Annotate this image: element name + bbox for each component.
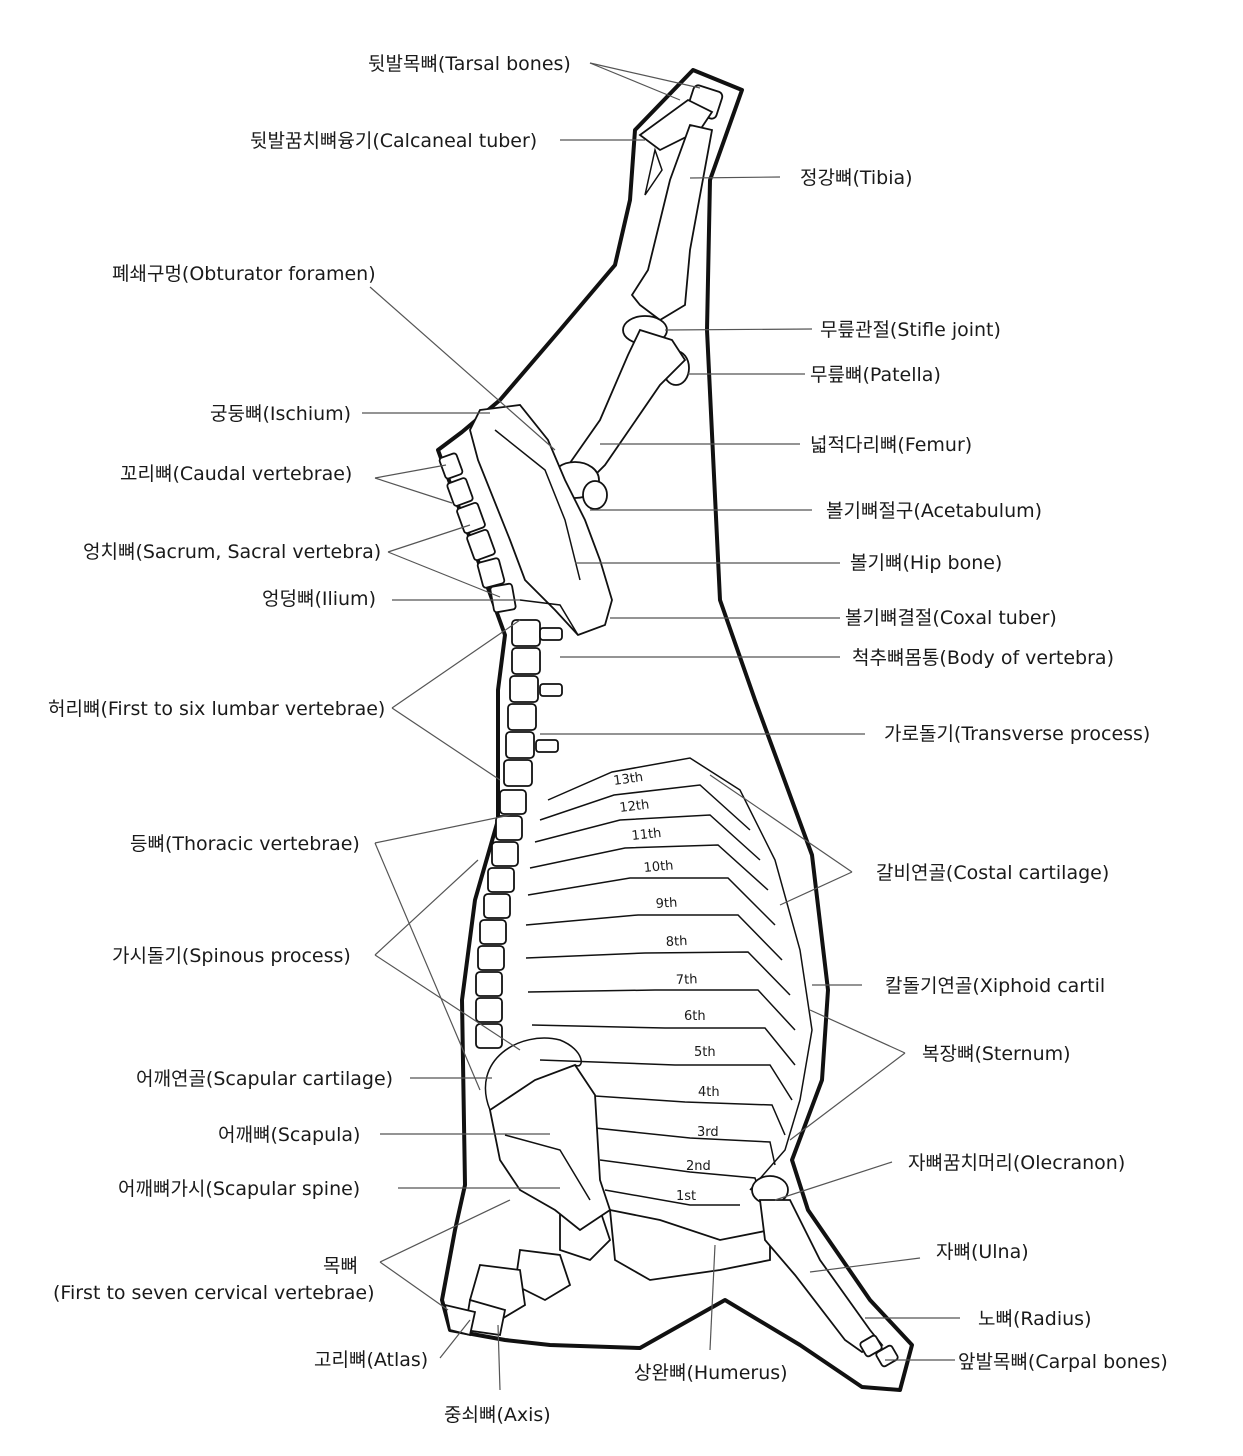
label-acetabulum: 볼기뼈절구(Acetabulum) <box>826 500 1042 522</box>
label-patella: 무릎뼈(Patella) <box>810 364 941 386</box>
label-calcaneal-tuber: 뒷발꿈치뼈융기(Calcaneal tuber) <box>250 130 537 152</box>
lumbar-vertebrae <box>503 619 563 787</box>
scapular-cartilage <box>484 1037 582 1111</box>
label-transverse-process: 가로돌기(Transverse process) <box>884 723 1150 745</box>
label-scapular-cartilage: 어깨연골(Scapular cartilage) <box>136 1068 393 1090</box>
label-sternum: 복장뼈(Sternum) <box>922 1043 1071 1065</box>
rib-label: 12th <box>619 797 650 816</box>
label-spinous-process: 가시돌기(Spinous process) <box>112 945 351 967</box>
label-olecranon: 자뼈꿈치머리(Olecranon) <box>908 1152 1125 1174</box>
label-atlas: 고리뼈(Atlas) <box>314 1349 428 1371</box>
label-cervical-vertebrae-detail: (First to seven cervical vertebrae) <box>53 1282 375 1304</box>
rib-label: 5th <box>694 1045 716 1060</box>
rib-label: 1st <box>676 1189 696 1204</box>
label-stifle-joint: 무릎관절(Stifle joint) <box>820 319 1001 341</box>
label-ischium: 궁둥뼈(Ischium) <box>210 403 351 425</box>
label-scapula: 어깨뼈(Scapula) <box>218 1124 360 1146</box>
label-coxal-tuber: 볼기뼈결절(Coxal tuber) <box>845 607 1057 629</box>
label-axis: 중쇠뼈(Axis) <box>444 1404 551 1426</box>
atlas-bone <box>443 1303 477 1337</box>
femur-bone <box>563 328 687 487</box>
thoracic-vertebrae <box>475 789 527 1049</box>
label-tibia: 정강뼈(Tibia) <box>800 167 913 189</box>
label-scapular-spine: 어깨뼈가시(Scapular spine) <box>118 1178 360 1200</box>
tarsal-bones <box>638 84 724 196</box>
carpal-bones <box>859 1334 899 1368</box>
label-caudal-vertebrae: 꼬리뼈(Caudal vertebrae) <box>120 463 352 485</box>
label-obturator-foramen: 폐쇄구멍(Obturator foramen) <box>112 263 376 285</box>
label-femur: 넓적다리뼈(Femur) <box>810 434 972 456</box>
rib-label: 10th <box>643 858 674 876</box>
label-ilium: 엉덩뼈(Ilium) <box>262 588 376 610</box>
label-carpal-bones: 앞발목뼈(Carpal bones) <box>958 1351 1168 1373</box>
label-humerus: 상완뼈(Humerus) <box>634 1362 788 1384</box>
tibia-bone <box>630 123 714 322</box>
rib-label: 9th <box>655 896 678 912</box>
anatomy-labels: 뒷발목뼈(Tarsal bones) 뒷발꿈치뼈융기(Calcaneal tub… <box>48 53 1168 1426</box>
label-body-of-vertebra: 척추뼈몸통(Body of vertebra) <box>852 647 1114 669</box>
ribcage <box>525 757 813 1206</box>
rib-label: 8th <box>665 934 687 950</box>
label-hip-bone: 볼기뼈(Hip bone) <box>850 552 1002 574</box>
rib-labels: 13th 12th 11th 10th 9th 8th 7th 6th 5th … <box>612 770 719 1204</box>
label-radius: 노뼈(Radius) <box>978 1308 1092 1330</box>
rib-label: 11th <box>631 826 662 844</box>
rib-label: 2nd <box>686 1159 711 1174</box>
carcass-outline <box>436 68 914 1392</box>
hip-bone <box>469 404 613 637</box>
rib-label: 4th <box>698 1085 720 1100</box>
humerus-bone <box>608 1208 771 1281</box>
label-costal-cartilage: 갈비연골(Costal cartilage) <box>876 862 1109 884</box>
label-ulna: 자뼈(Ulna) <box>936 1241 1029 1263</box>
label-tarsal-bones: 뒷발목뼈(Tarsal bones) <box>368 53 571 75</box>
rib-label: 13th <box>612 770 644 789</box>
rib-label: 6th <box>684 1009 706 1024</box>
label-sacrum: 엉치뼈(Sacrum, Sacral vertebra) <box>83 541 381 563</box>
ulna-radius-bones <box>758 1199 884 1354</box>
label-xiphoid-cartilage: 칼돌기연골(Xiphoid cartil <box>885 975 1105 997</box>
label-thoracic-vertebrae: 등뼈(Thoracic vertebrae) <box>130 833 360 855</box>
leader-lines <box>362 62 960 1391</box>
caudal-vertebrae <box>438 452 517 614</box>
label-lumbar-vertebrae: 허리뼈(First to six lumbar vertebrae) <box>48 698 385 720</box>
label-cervical-vertebrae: 목뼈 <box>323 1255 358 1277</box>
rib-label: 7th <box>676 972 698 988</box>
rib-label: 3rd <box>697 1125 719 1140</box>
